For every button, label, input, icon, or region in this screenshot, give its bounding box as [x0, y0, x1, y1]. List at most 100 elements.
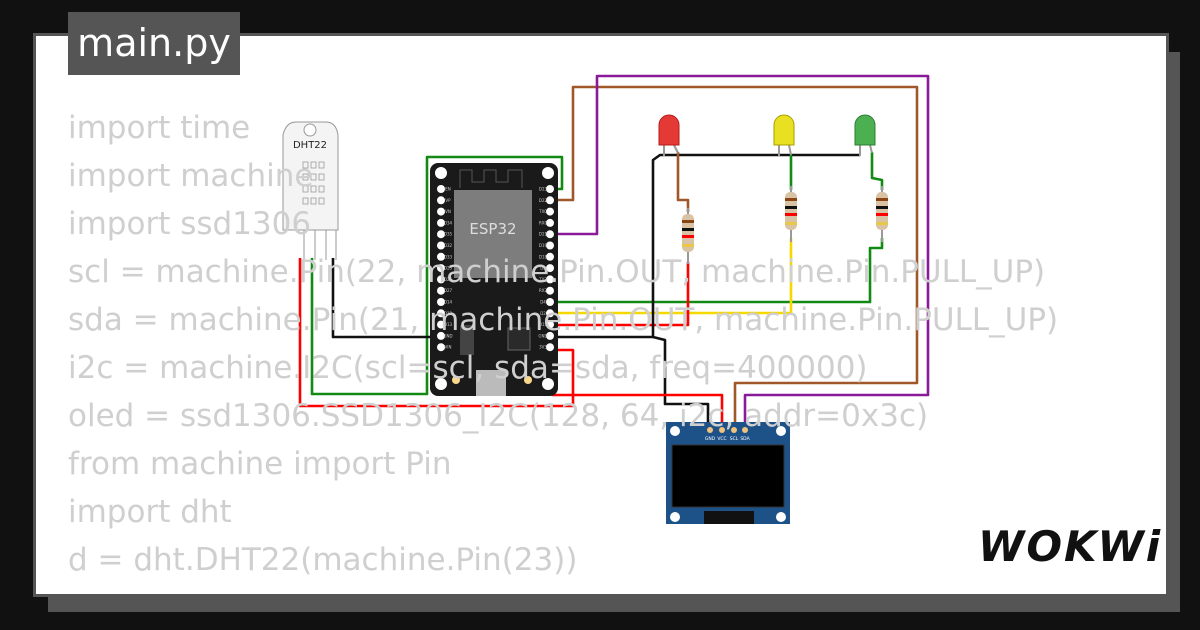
wire-green-dht-data [310, 155, 564, 396]
code-line: scl = machine.Pin(22, machine.Pin.OUT, m… [68, 254, 1046, 290]
pin-d27[interactable] [437, 286, 445, 295]
pin-d34[interactable] [437, 218, 445, 227]
wire-black-gnd-dht [331, 258, 441, 339]
pin-label: RX2 [539, 288, 548, 293]
pin-d19[interactable] [546, 241, 554, 250]
oled-pin-gnd: GND [705, 436, 716, 442]
pin-label: 3V3 [539, 345, 547, 350]
code-line: d = dht.DHT22(machine.Pin(23)) [68, 542, 578, 578]
code-line: import machine [68, 158, 314, 194]
pin-tx0[interactable] [546, 207, 554, 216]
resistor-2[interactable] [785, 186, 797, 242]
pin-d35[interactable] [437, 230, 445, 239]
code-line: def display_readings(): [68, 584, 422, 594]
pin-vin[interactable] [437, 343, 445, 352]
wire-brown-led-red [676, 152, 690, 212]
code-line: import time [68, 110, 251, 146]
file-tab: main.py [68, 12, 240, 75]
pin-d23[interactable] [546, 185, 554, 193]
oled-pin-sda: SDA [740, 436, 750, 442]
code-line: i2c = machine.I2C(scl=scl, sda=sda, freq… [68, 350, 868, 386]
pin-label: GND [443, 333, 452, 338]
wire-green-led-green [870, 152, 884, 190]
wire-red-led [550, 262, 690, 327]
code-line: import dht [68, 494, 232, 530]
code-line: sda = machine.Pin(21, machine.Pin.OUT, m… [68, 302, 1059, 338]
pin-d4[interactable] [546, 298, 554, 306]
pin-d33[interactable] [437, 252, 445, 261]
pin-label: D33 [444, 254, 453, 259]
code-line: oled = ssd1306.SSD1306_I2C(128, 64, i2c,… [68, 398, 929, 434]
pin-en[interactable] [437, 185, 445, 193]
dht22-sensor[interactable]: DHT22 [282, 121, 339, 260]
code-preview: import time import machine import ssd130… [68, 104, 1058, 594]
preview-panel [33, 33, 1169, 597]
pin-label: D19 [539, 243, 548, 248]
resistor-3[interactable] [876, 186, 888, 242]
pin-label: D13 [444, 322, 453, 327]
pin-label: D12 [444, 311, 453, 316]
oled-pin-vcc: VCC [717, 436, 726, 442]
wire-black-gnd-leds [550, 153, 860, 339]
pin-tx2[interactable] [546, 275, 554, 284]
pin-d26[interactable] [437, 275, 445, 284]
pin-d21[interactable] [546, 230, 554, 239]
led-yellow[interactable] [773, 114, 795, 156]
pin-label: D4 [540, 300, 546, 305]
wire-purple-sda [550, 74, 930, 425]
pin-label: D35 [444, 232, 453, 237]
pin-label: D5 [540, 266, 546, 271]
wire-red-dht-vcc [298, 258, 575, 408]
pin-vn[interactable] [437, 207, 445, 216]
pin-label: D34 [444, 220, 453, 225]
wire-yellow-led [550, 238, 793, 315]
pin-d22[interactable] [546, 196, 554, 205]
pin-label: VIN [445, 345, 452, 350]
pin-d18[interactable] [546, 252, 554, 261]
esp32-label: ESP32 [469, 220, 516, 238]
pin-label: TX2 [538, 277, 547, 282]
pin-gnd[interactable] [546, 331, 554, 340]
pin-3v3[interactable] [546, 343, 554, 352]
pin-label: RX0 [539, 220, 548, 225]
led-red[interactable] [658, 114, 680, 156]
pin-label: D14 [444, 300, 453, 305]
pin-d12[interactable] [437, 309, 445, 318]
pin-d2[interactable] [546, 309, 554, 318]
pin-d15[interactable] [546, 320, 554, 329]
code-line: from machine import Pin [68, 446, 452, 482]
pin-label: D2 [540, 311, 546, 316]
pin-label: VP [445, 198, 451, 203]
pin-d14[interactable] [437, 298, 445, 306]
pin-label: D21 [539, 232, 548, 237]
pin-d25[interactable] [437, 264, 445, 273]
wire-green-led [550, 238, 884, 304]
pin-label: D15 [539, 322, 548, 327]
pin-label: EN [445, 187, 451, 192]
pin-label: D22 [539, 198, 548, 203]
pin-gnd[interactable] [437, 331, 445, 340]
resistor-1[interactable] [682, 208, 694, 264]
pin-label: D18 [539, 254, 548, 259]
code-line: import ssd1306 [68, 206, 312, 242]
pin-d5[interactable] [546, 264, 554, 273]
pin-label: D27 [444, 288, 453, 293]
pin-rx0[interactable] [546, 218, 554, 227]
pin-rx2[interactable] [546, 286, 554, 295]
oled-display[interactable]: GND VCC SCL SDA [666, 422, 790, 524]
pin-label: TX0 [538, 209, 547, 214]
wokwi-logo: WOKWi [978, 522, 1163, 571]
esp32-board[interactable]: ESP32 ENVPVND34D35D32D33D25D26D27D14D12D… [430, 163, 558, 396]
pin-vp[interactable] [437, 196, 445, 205]
wire-brown-scl [550, 85, 919, 425]
pin-d13[interactable] [437, 320, 445, 329]
pin-label: VN [445, 209, 451, 214]
dht22-label: DHT22 [293, 140, 327, 151]
oled-pin-scl: SCL [730, 436, 739, 442]
code-preview-area: import time import machine import ssd130… [36, 36, 1166, 594]
pin-label: GND [538, 333, 547, 338]
led-green[interactable] [854, 114, 876, 156]
wire-black-gnd-oled [652, 335, 710, 425]
pin-d32[interactable] [437, 241, 445, 250]
